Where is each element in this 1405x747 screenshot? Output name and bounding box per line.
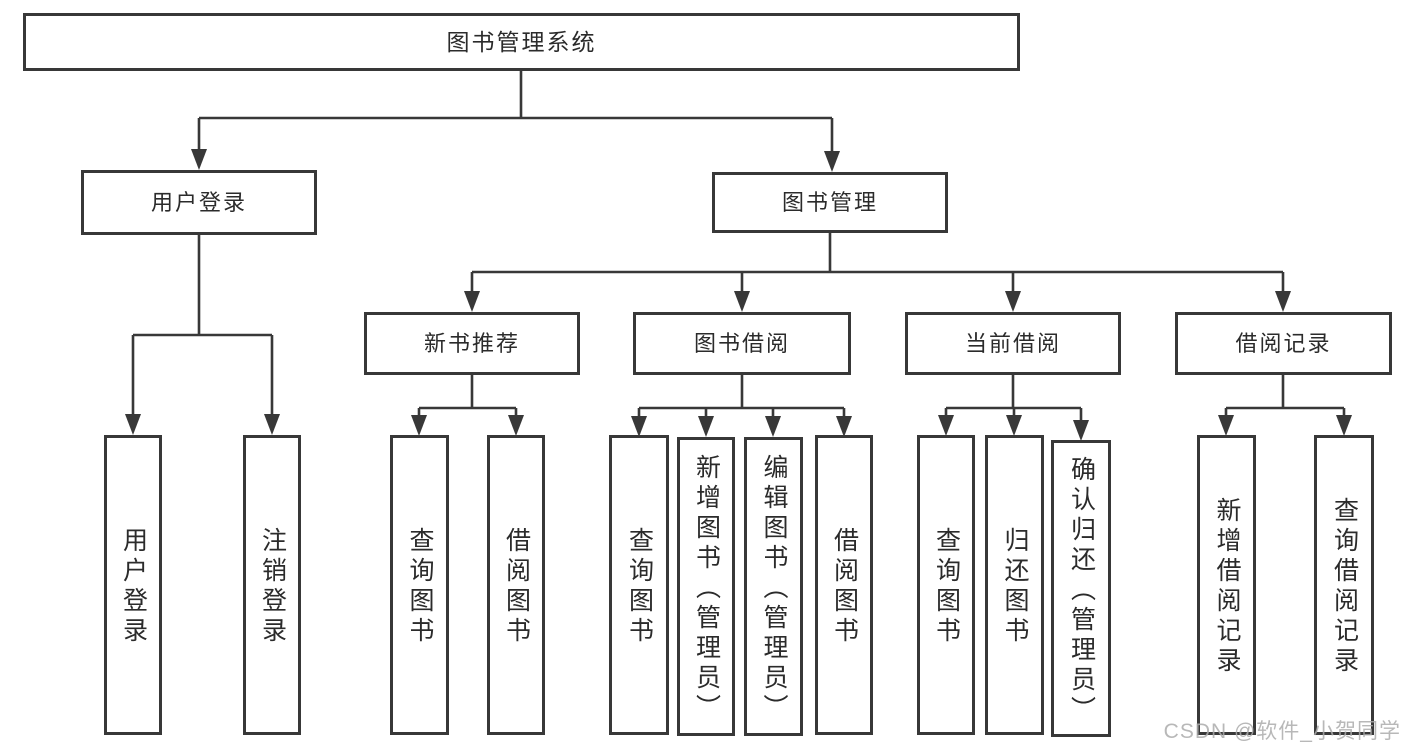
node-root: 图书管理系统 [23, 13, 1020, 71]
node-book-borrow: 图书借阅 [633, 312, 851, 375]
node-new-book-recommend: 新书推荐 [364, 312, 580, 375]
node-book-management: 图书管理 [712, 172, 948, 233]
leaf-add-borrow-record: 新增借阅记录 [1197, 435, 1256, 735]
leaf-query-books-3: 查询图书 [917, 435, 975, 735]
leaf-return-books: 归还图书 [985, 435, 1044, 735]
leaf-confirm-return-admin: 确认归还（管理员） [1051, 440, 1111, 737]
leaf-query-borrow-record: 查询借阅记录 [1314, 435, 1374, 735]
leaf-query-books-1: 查询图书 [390, 435, 449, 735]
leaf-user-login: 用户登录 [104, 435, 162, 735]
leaf-add-books-admin: 新增图书（管理员） [677, 437, 735, 736]
leaf-edit-books-admin: 编辑图书（管理员） [744, 437, 803, 736]
leaf-borrow-books-2: 借阅图书 [815, 435, 873, 735]
node-current-borrow: 当前借阅 [905, 312, 1121, 375]
leaf-borrow-books-1: 借阅图书 [487, 435, 545, 735]
watermark: CSDN @软件_小贺同学 [1163, 720, 1401, 743]
node-borrow-records: 借阅记录 [1175, 312, 1392, 375]
arrowheads [125, 149, 1352, 441]
leaf-logout: 注销登录 [243, 435, 301, 735]
leaf-query-books-2: 查询图书 [609, 435, 669, 735]
node-user-login: 用户登录 [81, 170, 317, 235]
